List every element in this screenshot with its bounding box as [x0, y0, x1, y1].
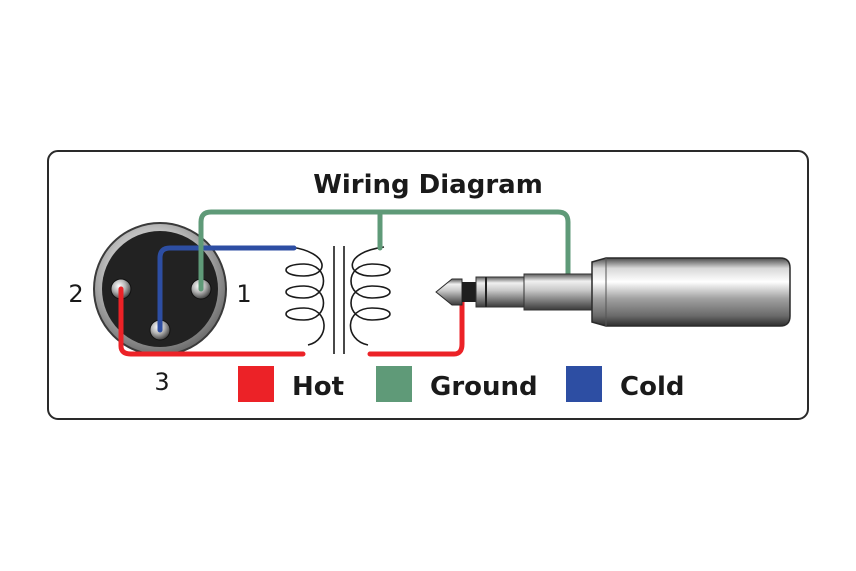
quarter-inch-plug-icon: [435, 257, 791, 327]
legend-label-cold: Cold: [620, 372, 684, 402]
ground-wire: [198, 209, 571, 292]
legend: Hot Ground Cold: [238, 366, 684, 402]
legend-swatch-hot: [238, 366, 274, 402]
pin-label-1: 1: [236, 280, 251, 308]
diagram-title: Wiring Diagram: [313, 170, 543, 200]
pin-label-3: 3: [154, 368, 169, 396]
pin-label-2: 2: [68, 280, 83, 308]
hot-wire-secondary: [367, 293, 465, 357]
legend-label-hot: Hot: [292, 372, 344, 402]
wires: [118, 209, 571, 357]
hot-wire-primary: [118, 286, 306, 357]
cold-wire: [157, 245, 297, 333]
legend-label-ground: Ground: [430, 372, 538, 402]
transformer-icon: [285, 246, 391, 354]
legend-swatch-ground: [376, 366, 412, 402]
legend-swatch-cold: [566, 366, 602, 402]
